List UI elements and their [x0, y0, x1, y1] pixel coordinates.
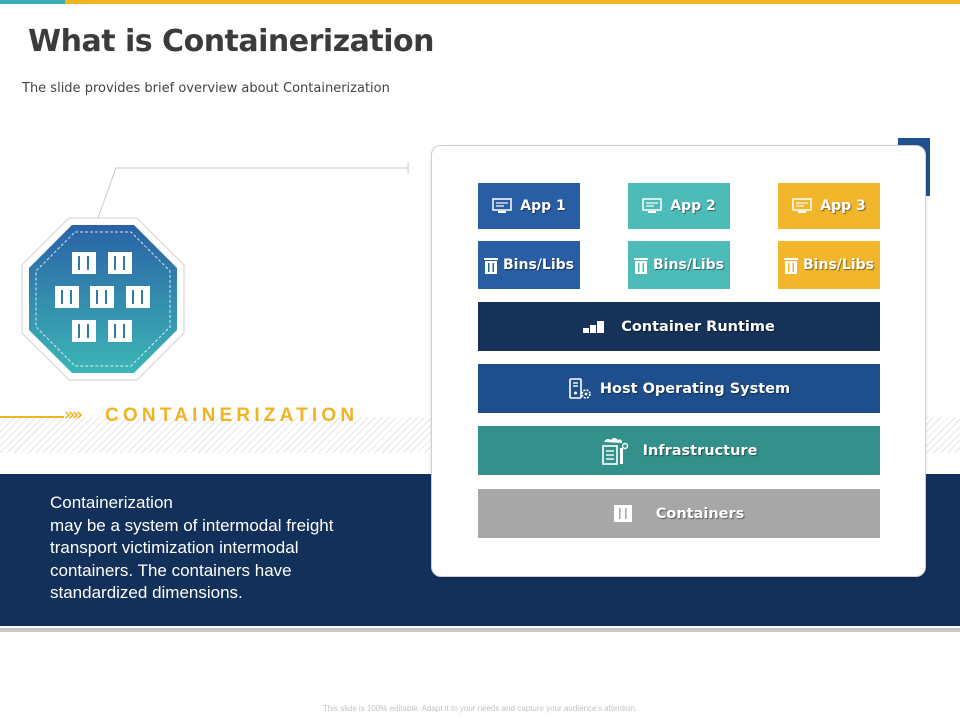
trash-bin-icon — [784, 257, 799, 274]
description-text: Containerization may be a system of inte… — [50, 492, 410, 605]
layer-label: Container Runtime — [621, 318, 775, 335]
brand-line — [0, 416, 64, 418]
server-gear-icon — [568, 377, 592, 401]
app-3-block: App 3 — [778, 183, 880, 229]
chevrons-icon: »» — [64, 405, 83, 425]
bins-libs-label: Bins/Libs — [503, 257, 574, 273]
infrastructure-layer: Infrastructure — [478, 426, 880, 475]
bar-steps-icon — [583, 320, 605, 333]
host-os-layer: Host Operating System — [478, 364, 880, 413]
description-line: Containerization — [50, 493, 173, 512]
app-label: App 2 — [670, 198, 716, 214]
layer-label: Infrastructure — [642, 442, 758, 459]
description-line: transport victimization intermodal — [50, 538, 299, 557]
monitor-icon — [792, 198, 812, 214]
bins-libs-2-block: Bins/Libs — [628, 241, 730, 289]
trash-bin-icon — [634, 257, 649, 274]
octagon-container-icon — [21, 217, 185, 381]
trash-bin-icon — [484, 257, 499, 274]
monitor-icon — [492, 198, 512, 214]
app-label: App 1 — [520, 198, 566, 214]
container-icon — [613, 505, 632, 522]
layer-label: Containers — [655, 505, 745, 522]
server-rack-icon — [601, 436, 629, 466]
description-line: may be a system of intermodal freight — [50, 515, 334, 535]
app-2-block: App 2 — [628, 183, 730, 229]
bins-libs-3-block: Bins/Libs — [778, 241, 880, 289]
top-accent-bar-teal — [0, 0, 65, 4]
footer-note: This slide is 100% editable. Adapt it to… — [322, 704, 638, 713]
bins-libs-label: Bins/Libs — [803, 257, 874, 273]
monitor-icon — [642, 198, 662, 214]
description-line: standardized dimensions. — [50, 583, 243, 602]
description-line: containers. The containers have — [50, 560, 292, 580]
slide-subtitle: The slide provides brief overview about … — [22, 81, 390, 96]
bins-libs-1-block: Bins/Libs — [478, 241, 580, 289]
container-runtime-layer: Container Runtime — [478, 302, 880, 351]
app-label: App 3 — [820, 198, 866, 214]
bins-libs-label: Bins/Libs — [653, 257, 724, 273]
slide-title: What is Containerization — [28, 24, 435, 59]
bottom-divider — [0, 628, 960, 632]
containers-layer: Containers — [478, 489, 880, 538]
layer-label: Host Operating System — [599, 380, 791, 397]
containerization-emblem — [20, 216, 186, 382]
app-1-block: App 1 — [478, 183, 580, 229]
brand-label: CONTAINERIZATION — [105, 405, 359, 426]
top-accent-bar-gold — [65, 0, 960, 4]
